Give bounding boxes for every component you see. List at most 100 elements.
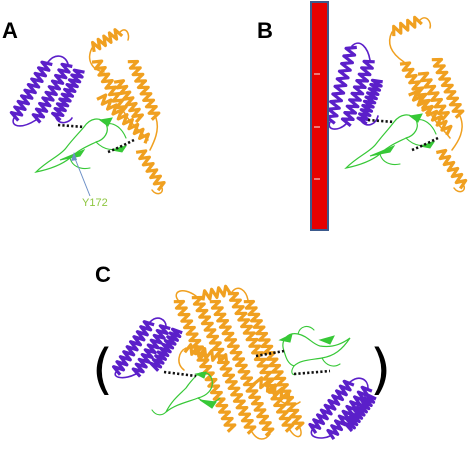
orange-loop [453,185,466,193]
panel-b-letter: B [257,18,273,43]
purple-loop [47,55,69,65]
panel-c-linker-2 [255,349,285,358]
panel-c-green-domain-left [151,371,221,416]
green-strand [369,144,396,157]
green-strand [194,371,207,379]
orange-loop [429,111,451,139]
purple-helix [149,327,183,372]
purple-helix [343,393,377,433]
panel-c-letter: C [95,262,111,287]
purple-loop [351,42,371,61]
orange-loop [451,115,463,151]
orange-helix [91,59,128,116]
green-loop [321,357,341,367]
orange-helix [417,71,450,122]
purple-loop [361,115,379,126]
panel-c-green-domain-right [278,325,351,376]
orange-helix [191,295,257,435]
panel-a-residue-arrow [73,155,91,197]
panel-c: C ( ) [92,262,391,441]
purple-helix [356,78,383,126]
panel-a-arrow-head [71,152,77,161]
green-loop [379,153,401,166]
orange-helix [135,149,166,192]
panel-a-letter: A [2,18,18,43]
panel-c-open-bracket: ( [92,338,113,401]
purple-helix [51,68,85,122]
panel-c-linker-1 [163,370,197,378]
purple-loop [149,317,167,327]
panel-b-linker-2 [411,136,439,152]
orange-helix [435,148,468,190]
orange-helix [183,343,229,365]
orange-loop [149,117,159,151]
panel-c-orange-domain [173,284,305,440]
orange-helix [113,79,144,124]
purple-loop [114,371,137,379]
green-strand [278,333,293,343]
purple-helix [131,324,171,378]
purple-loop [349,377,369,389]
orange-helix [96,93,150,144]
purple-helix [31,62,73,124]
green-loop [151,409,167,416]
green-strand [98,117,113,127]
panel-a-orange-domain [88,28,166,195]
panel-a-linker-2 [107,138,135,154]
purple-helix [112,320,155,376]
orange-helix [209,299,275,437]
orange-helix [408,89,453,136]
panel-b-red-bar [310,1,329,231]
green-strand [419,141,436,149]
orange-loop [88,47,105,73]
green-loop-outline [165,371,213,413]
panel-c-purple-domain-left [112,317,183,379]
green-strand [318,335,335,345]
orange-helix [431,57,465,119]
orange-helix [173,299,237,433]
green-loop-outline [344,114,418,169]
panel-a-residue-label: Y172 [82,197,108,209]
green-strand [408,113,423,123]
purple-helix [340,59,375,128]
orange-helix [201,284,233,301]
panel-c-linker-3 [293,369,331,376]
purple-loop [310,429,331,439]
orange-loop [388,31,405,63]
panel-c-purple-domain-right [308,377,377,441]
panel-b-purple-domain [324,42,383,130]
green-strand [199,399,217,409]
panel-c-close-bracket: ) [370,338,391,401]
green-loop [415,119,437,135]
purple-loop [12,117,37,127]
green-strand [111,145,128,153]
purple-loop [55,117,73,124]
panel-b: B [257,1,468,231]
orange-loop [271,391,301,406]
panel-a-green-domain [34,117,128,173]
panel-b-orange-domain [388,15,468,193]
purple-helix [324,45,357,125]
orange-helix [127,59,161,121]
orange-loop [231,287,249,301]
orange-helix [252,376,291,403]
purple-loop [328,121,347,130]
green-loop [105,123,127,139]
purple-helix [308,379,355,435]
panel-b-linker-1 [367,118,395,124]
purple-helix [9,60,53,122]
orange-loop [289,427,302,438]
panel-a-purple-domain [9,55,85,127]
orange-loop [175,290,197,301]
orange-helix [392,15,423,37]
green-loop [297,325,315,335]
panel-a: A Y172 [2,18,166,209]
orange-loop [151,187,164,195]
orange-loop [123,111,149,141]
orange-loop [178,347,187,371]
panel-a-linker-1 [57,123,85,129]
green-loop [69,157,91,170]
green-strand [59,148,86,161]
green-loop-outline [282,333,351,367]
